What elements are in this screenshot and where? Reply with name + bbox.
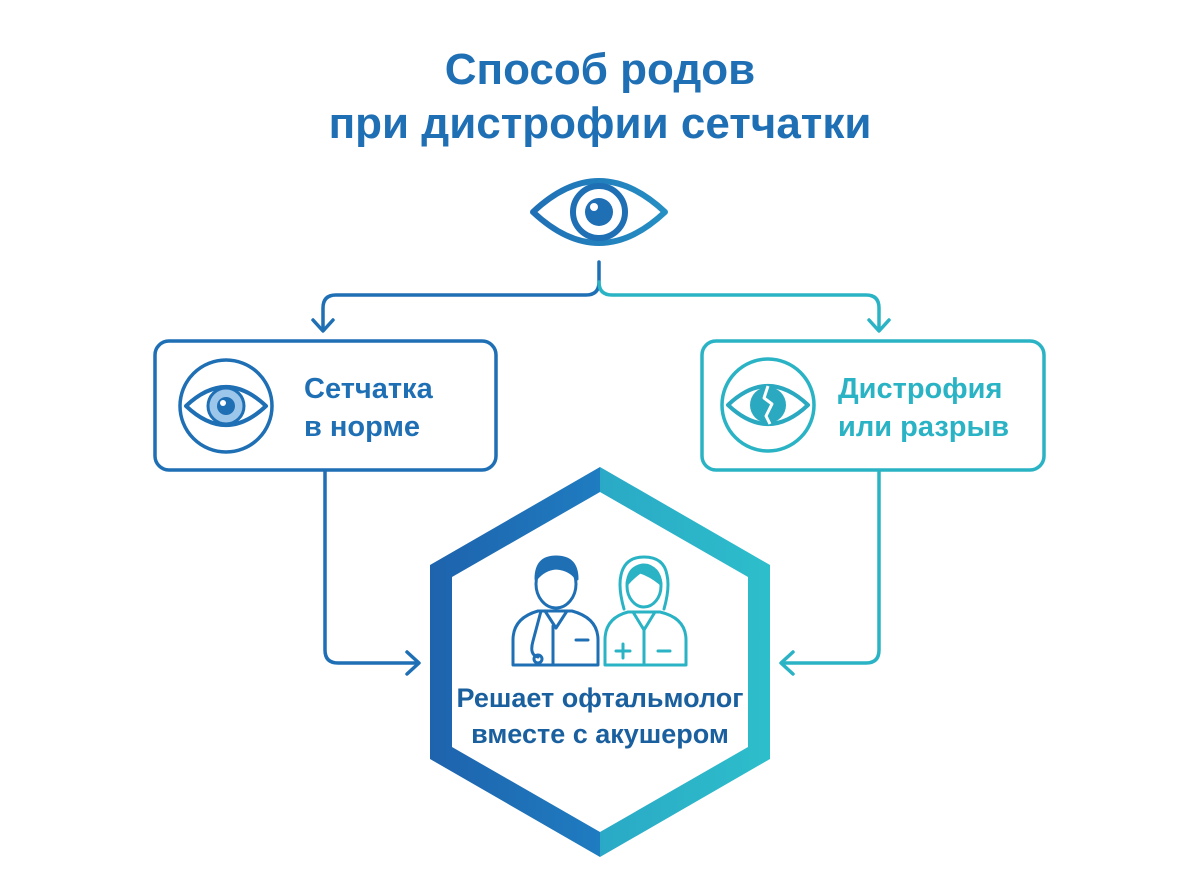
center-label-line-1: Решает офтальмолог bbox=[457, 683, 744, 713]
title-line-2: при дистрофии сетчатки bbox=[329, 99, 872, 148]
eye-icon bbox=[530, 178, 668, 246]
right-box-label-line-2: или разрыв bbox=[838, 411, 1009, 443]
eye-icon bbox=[178, 358, 274, 454]
branch-connector bbox=[311, 260, 891, 333]
male-doctor-icon bbox=[511, 555, 600, 667]
decision-hexagon bbox=[430, 467, 770, 857]
title-line-1: Способ родов bbox=[445, 45, 755, 94]
torn-eye-icon bbox=[720, 357, 816, 453]
left-box-label-line-1: Сетчатка bbox=[304, 373, 434, 405]
retina-dystrophy-box: Дистрофия или разрыв bbox=[700, 339, 1046, 472]
right-box-label-line-1: Дистрофия bbox=[838, 373, 1002, 405]
left-box-label-line-2: в норме bbox=[304, 411, 420, 443]
female-doctor-icon bbox=[603, 555, 688, 667]
lower-connectors bbox=[323, 470, 881, 676]
center-label-line-2: вместе с акушером bbox=[471, 719, 729, 749]
retina-normal-box: Сетчатка в норме bbox=[153, 339, 498, 472]
